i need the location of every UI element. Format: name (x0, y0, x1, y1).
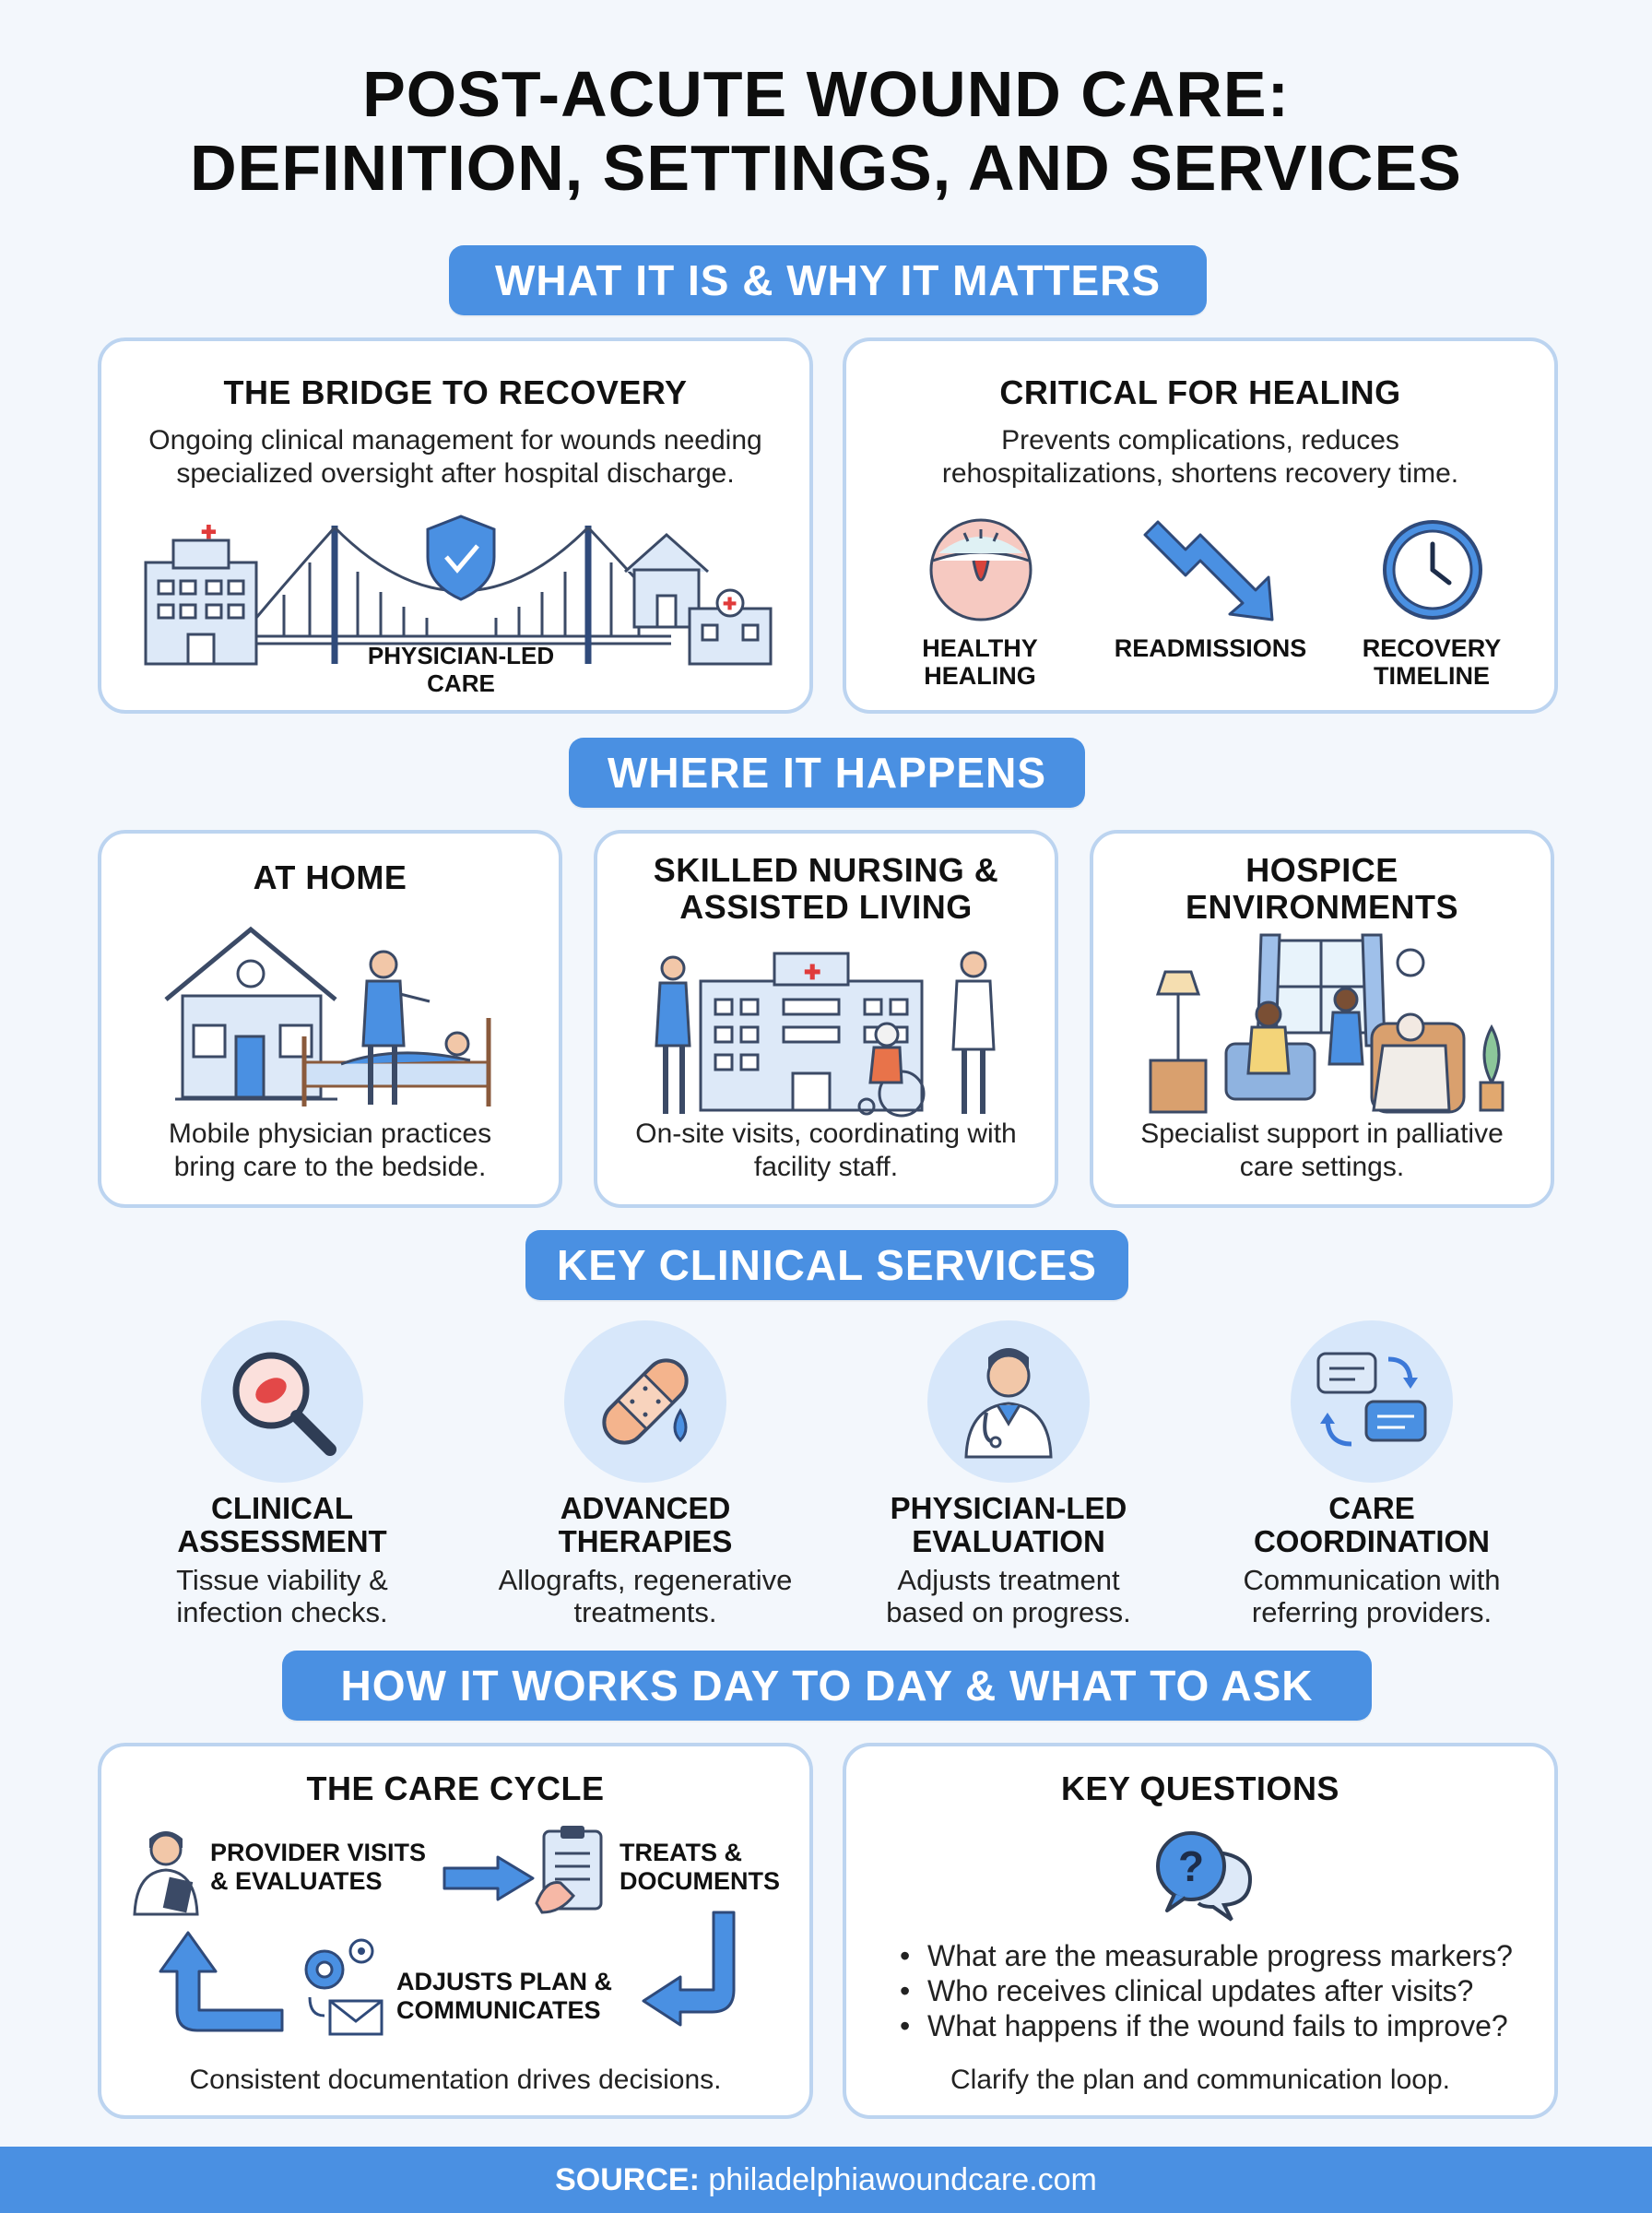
clipboard-icon (535, 1826, 603, 1914)
key-questions-list: What are the measurable progress markers… (896, 1938, 1513, 2043)
question-bubble-icon: ? (1156, 1831, 1253, 1922)
section-heading-services: KEY CLINICAL SERVICES (525, 1230, 1128, 1300)
service-text-coordination: Communication with referring providers. (1243, 1564, 1501, 1628)
bridge-card: THE BRIDGE TO RECOVERY Ongoing clinical … (98, 337, 813, 714)
healing-card: CRITICAL FOR HEALING Prevents complicati… (843, 337, 1558, 714)
key-questions-footer: Clarify the plan and communication loop. (950, 2065, 1450, 2095)
setting-card-skilled-nursing: SKILLED NURSING & ASSISTED LIVING (594, 830, 1058, 1208)
service-title-therapies: ADVANCED THERAPIES (558, 1491, 733, 1558)
healing-card-title: CRITICAL FOR HEALING (999, 373, 1401, 411)
svg-text:✚: ✚ (723, 595, 737, 613)
clinic-icon (688, 588, 773, 666)
chat-exchange-icon (1316, 1352, 1427, 1447)
bandage-icon (602, 1358, 689, 1445)
skilled-nursing-card-text: On-site visits, coordinating with facili… (635, 1118, 1017, 1182)
hospital-icon (144, 538, 258, 666)
home-card-title: AT HOME (253, 858, 407, 896)
bridge-card-text: Ongoing clinical management for wounds n… (148, 425, 762, 489)
hospice-room-illustration (1149, 933, 1504, 1114)
care-cycle-card: THE CARE CYCLE PROVIDER VISITS & EVALUAT… (98, 1743, 813, 2119)
healing-card-text: Prevents complications, reduces rehospit… (941, 425, 1459, 489)
home-bedside-illustration (164, 926, 491, 1106)
care-cycle-title: THE CARE CYCLE (306, 1769, 605, 1807)
key-questions-title: KEY QUESTIONS (1061, 1769, 1339, 1807)
svg-text:?: ? (1178, 1842, 1204, 1890)
source-link[interactable]: philadelphiawoundcare.com (708, 2162, 1097, 2197)
shield-check-icon (426, 515, 496, 601)
physician-led-care-label: PHYSICIAN-LED CARE (367, 642, 555, 697)
page-title: POST-ACUTE WOUND CARE: DEFINITION, SETTI… (0, 57, 1652, 205)
svg-text:✚: ✚ (201, 523, 217, 543)
question-item: What happens if the wound fails to impro… (896, 2008, 1513, 2043)
key-questions-card: KEY QUESTIONS ? What are the measurable … (843, 1743, 1558, 2119)
title-line-2: DEFINITION, SETTINGS, AND SERVICES (190, 132, 1462, 204)
step-treats-documents: TREATS & DOCUMENTS (620, 1839, 780, 1895)
home-card-text: Mobile physician practices bring care to… (168, 1118, 492, 1182)
title-line-1: POST-ACUTE WOUND CARE: (362, 58, 1290, 130)
healthy-healing-label: HEALTHY HEALING (922, 634, 1038, 690)
source-footer: SOURCE: philadelphiawoundcare.com (0, 2147, 1652, 2213)
section-heading-where: WHERE IT HAPPENS (569, 738, 1085, 808)
clock-icon (1383, 520, 1482, 620)
up-arrow-icon (159, 1931, 284, 2032)
facility-illustration: ✚ (655, 951, 996, 1118)
bridge-card-title: THE BRIDGE TO RECOVERY (223, 373, 688, 411)
service-text-assessment: Tissue viability & infection checks. (176, 1564, 388, 1628)
setting-card-home: AT HOME Mobile physician practices bring… (98, 830, 562, 1208)
svg-text:✚: ✚ (804, 961, 820, 984)
hospice-card-text: Specialist support in palliative care se… (1140, 1118, 1504, 1182)
right-arrow-icon (442, 1855, 535, 1901)
bridge-illustration: ✚ ✚ (144, 515, 773, 666)
setting-card-hospice: HOSPICE ENVIRONMENTS (1090, 830, 1554, 1208)
provider-icon (133, 1831, 199, 1916)
section-heading-how-it-works: HOW IT WORKS DAY TO DAY & WHAT TO ASK (282, 1651, 1372, 1721)
service-title-assessment: CLINICAL ASSESSMENT (177, 1491, 387, 1558)
step-adjusts-plan: ADJUSTS PLAN & COMMUNICATES (396, 1968, 613, 2024)
step-provider-visits: PROVIDER VISITS & EVALUATES (210, 1839, 427, 1895)
service-title-coordination: CARE COORDINATION (1253, 1491, 1491, 1558)
magnifier-wound-icon (232, 1352, 336, 1456)
question-item: Who receives clinical updates after visi… (896, 1973, 1513, 2008)
down-left-arrow-icon (642, 1911, 736, 2027)
downward-trend-arrow-icon (1143, 520, 1274, 621)
service-text-evaluation: Adjusts treatment based on progress. (886, 1564, 1131, 1628)
hospice-card-title: HOSPICE ENVIRONMENTS (1185, 851, 1459, 926)
readmissions-label: READMISSIONS (1114, 634, 1307, 662)
question-item: What are the measurable progress markers… (896, 1938, 1513, 1973)
recovery-timeline-label: RECOVERY TIMELINE (1362, 634, 1502, 690)
skilled-nursing-card-title: SKILLED NURSING & ASSISTED LIVING (653, 851, 999, 926)
service-title-evaluation: PHYSICIAN-LED EVALUATION (890, 1491, 1127, 1558)
house-icon (624, 532, 709, 629)
skin-layers-icon (929, 518, 1032, 621)
source-label: SOURCE: (555, 2162, 700, 2197)
gears-mail-icon (304, 1938, 384, 2036)
service-text-therapies: Allografts, regenerative treatments. (498, 1564, 793, 1628)
section-heading-what-it-is: WHAT IT IS & WHY IT MATTERS (449, 245, 1207, 315)
doctor-icon (964, 1348, 1053, 1459)
care-cycle-footer: Consistent documentation drives decision… (189, 2065, 722, 2095)
